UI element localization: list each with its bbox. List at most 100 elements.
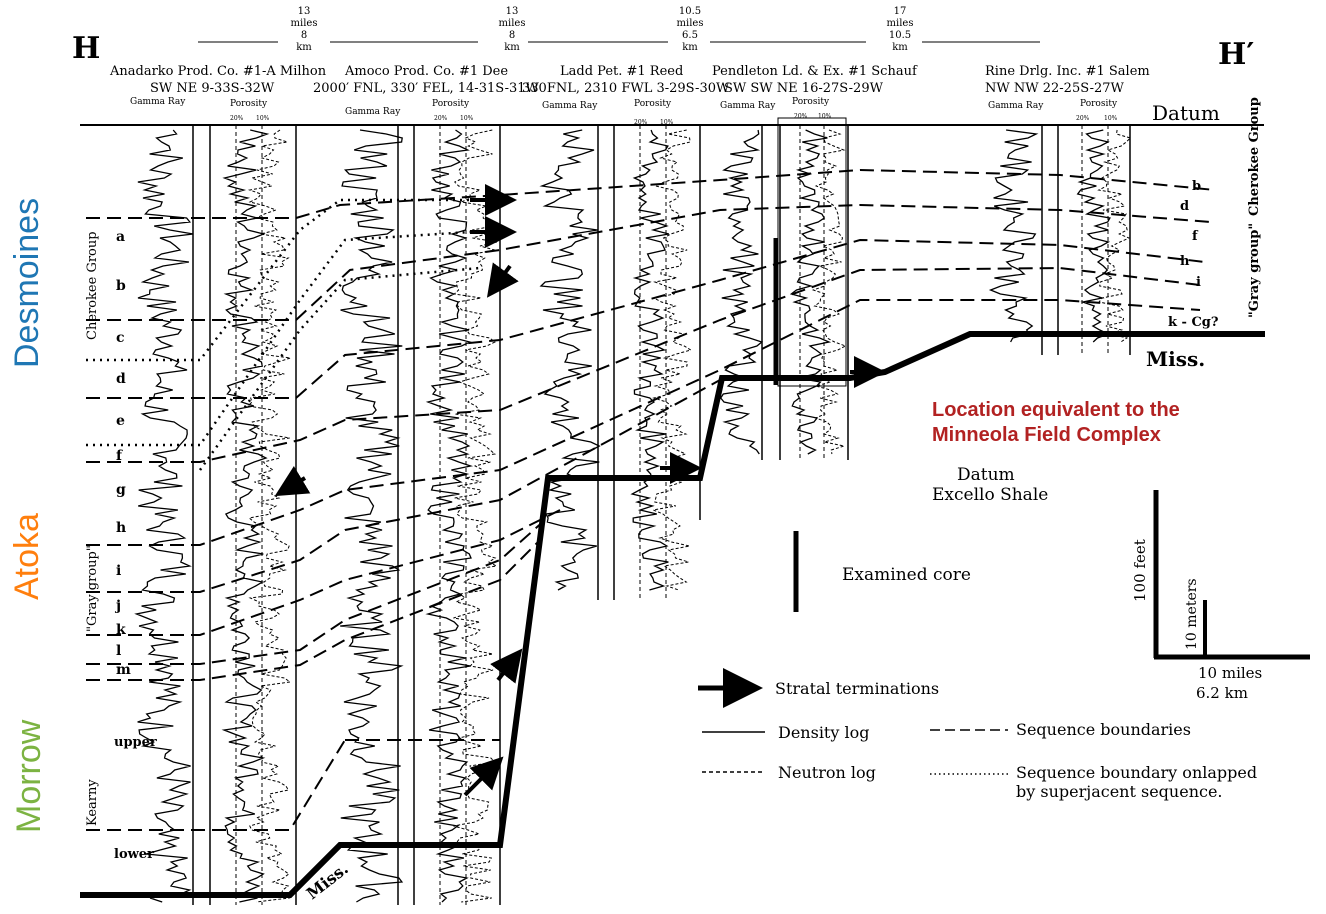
onlapped-boundary xyxy=(198,266,481,471)
density-curve-4 xyxy=(789,129,832,455)
stratal-arrow xyxy=(463,756,504,797)
sequence-boundaries xyxy=(86,168,1216,831)
distance-4-line-1: 17 xyxy=(894,6,907,17)
left-letter-3: c xyxy=(116,330,125,346)
left-letter-1: a xyxy=(116,229,125,245)
sequence-boundary xyxy=(86,519,546,665)
distance-4-line-2: miles xyxy=(887,18,914,29)
left-letter-4: d xyxy=(116,371,126,387)
minneola-note-line-2: Minneola Field Complex xyxy=(932,424,1161,446)
section-label-left: H xyxy=(72,31,100,66)
left-kearny-label: Kearny xyxy=(85,779,100,826)
well-1-log2-header: Porosity xyxy=(230,99,268,109)
distance-1-line-2: miles xyxy=(291,18,318,29)
legend-onlapped-label-2: by superjacent sequence. xyxy=(1016,782,1223,801)
datum-note-line-1: Datum xyxy=(957,465,1015,485)
stratal-arrows xyxy=(274,184,886,797)
well-5-log2-header: Porosity xyxy=(1080,99,1118,109)
kearny-upper: upper xyxy=(114,735,157,750)
right-letter-6: k - Cg? xyxy=(1168,315,1219,330)
distance-4-line-4: km xyxy=(892,42,908,53)
well-5-location: NW NW 22-25S-27W xyxy=(985,81,1125,96)
neutron-curve-1 xyxy=(247,129,292,903)
onlapped-boundary xyxy=(86,230,471,447)
density-curve-5 xyxy=(1076,129,1111,343)
sequence-boundary xyxy=(86,299,1201,546)
well-3-log1-header: Gamma Ray xyxy=(542,101,598,111)
left-letter-6: f xyxy=(116,448,123,464)
well-2-scale-a: 20% xyxy=(434,115,448,122)
distance-1-line-3: 8 xyxy=(301,30,307,41)
right-letter-3: f xyxy=(1192,229,1199,244)
age-desmoines: Desmoines xyxy=(8,198,46,368)
left-letter-8: h xyxy=(116,520,126,536)
well-5-scale-b: 10% xyxy=(1104,115,1118,122)
left-letter-12: l xyxy=(116,643,121,659)
legend-sequence-label: Sequence boundaries xyxy=(1016,720,1191,739)
datum-note-line-2: Excello Shale xyxy=(932,485,1048,505)
sequence-boundary xyxy=(86,266,1201,463)
right-gray-label: "Gray group" xyxy=(1247,223,1262,318)
legend-stratal-label: Stratal terminations xyxy=(775,679,939,698)
sequence-boundary xyxy=(86,238,1206,399)
examined-core-label: Examined core xyxy=(842,565,971,585)
well-5-scale-a: 20% xyxy=(1076,115,1090,122)
distance-3-line-3: 6.5 xyxy=(682,30,698,41)
legend-neutron-label: Neutron log xyxy=(778,763,876,782)
distance-1-line-1: 13 xyxy=(298,6,311,17)
distance-2-line-2: miles xyxy=(499,18,526,29)
age-atoka: Atoka xyxy=(8,513,46,600)
well-4-name: Pendleton Ld. & Ex. #1 Schauf xyxy=(712,64,918,79)
scale-m-label: 10 meters xyxy=(1184,578,1200,650)
gamma-ray-curve-5 xyxy=(988,129,1039,343)
distance-1-line-4: km xyxy=(296,42,312,53)
sequence-boundary xyxy=(86,509,561,636)
well-3-scale-a: 20% xyxy=(634,119,648,126)
right-letter-4: h xyxy=(1180,254,1190,269)
well-headers: Anadarko Prod. Co. #1-A Milhon SW NE 9-3… xyxy=(109,64,1150,126)
mississippian-unconformity xyxy=(80,331,1265,898)
well-4-log1-header: Gamma Ray xyxy=(720,101,776,111)
well-3-log2-header: Porosity xyxy=(634,99,672,109)
well-1-name: Anadarko Prod. Co. #1-A Milhon xyxy=(109,64,327,79)
density-curve-3 xyxy=(630,129,670,591)
sequence-boundary xyxy=(86,168,1216,219)
left-letter-11: k xyxy=(116,622,126,638)
well-4-log2-header: Porosity xyxy=(792,97,830,107)
well-2-name: Amoco Prod. Co. #1 Dee xyxy=(344,64,508,79)
right-letter-5: i xyxy=(1196,275,1201,290)
sequence-boundary xyxy=(86,203,1211,321)
miss-label-left: Miss. xyxy=(303,859,352,903)
right-letter-1: b xyxy=(1192,179,1201,194)
left-letter-2: b xyxy=(116,278,126,294)
distance-markers: 13 miles 8 km 13 miles 8 km 10.5 miles 6… xyxy=(198,6,1040,53)
gamma-ray-curve-4 xyxy=(719,129,764,455)
stratal-arrow xyxy=(490,648,523,684)
well-3-location: 330FNL, 2310 FWL 3-29S-30W xyxy=(522,81,730,96)
scale-ft-label: 100 feet xyxy=(1131,539,1149,602)
log-curves xyxy=(134,129,1132,903)
density-curve-1 xyxy=(221,129,270,903)
right-letter-2: d xyxy=(1180,199,1189,214)
kearny-lower: lower xyxy=(114,847,154,862)
well-2-scale-b: 10% xyxy=(460,115,474,122)
well-4-location: SW SW NE 16-27S-29W xyxy=(724,81,884,96)
left-letter-5: e xyxy=(116,413,125,429)
well-1-scale-b: 10% xyxy=(256,115,270,122)
left-gray-label: "Gray group" xyxy=(85,545,100,632)
legend-onlapped-label-1: Sequence boundary onlapped xyxy=(1016,763,1257,782)
left-letter-7: g xyxy=(116,482,126,498)
sequence-boundary xyxy=(86,379,721,593)
left-letter-10: j xyxy=(114,598,121,614)
neutron-curve-5 xyxy=(1097,129,1132,343)
distance-3-line-2: miles xyxy=(677,18,704,29)
datum-label: Datum xyxy=(1152,101,1220,125)
well-3-name: Ladd Pet. #1 Reed xyxy=(560,64,683,79)
left-letter-9: i xyxy=(116,563,121,579)
neutron-curve-3 xyxy=(651,129,693,591)
onlapped-boundary xyxy=(86,198,470,362)
well-2-log1-header: Gamma Ray xyxy=(345,107,401,117)
